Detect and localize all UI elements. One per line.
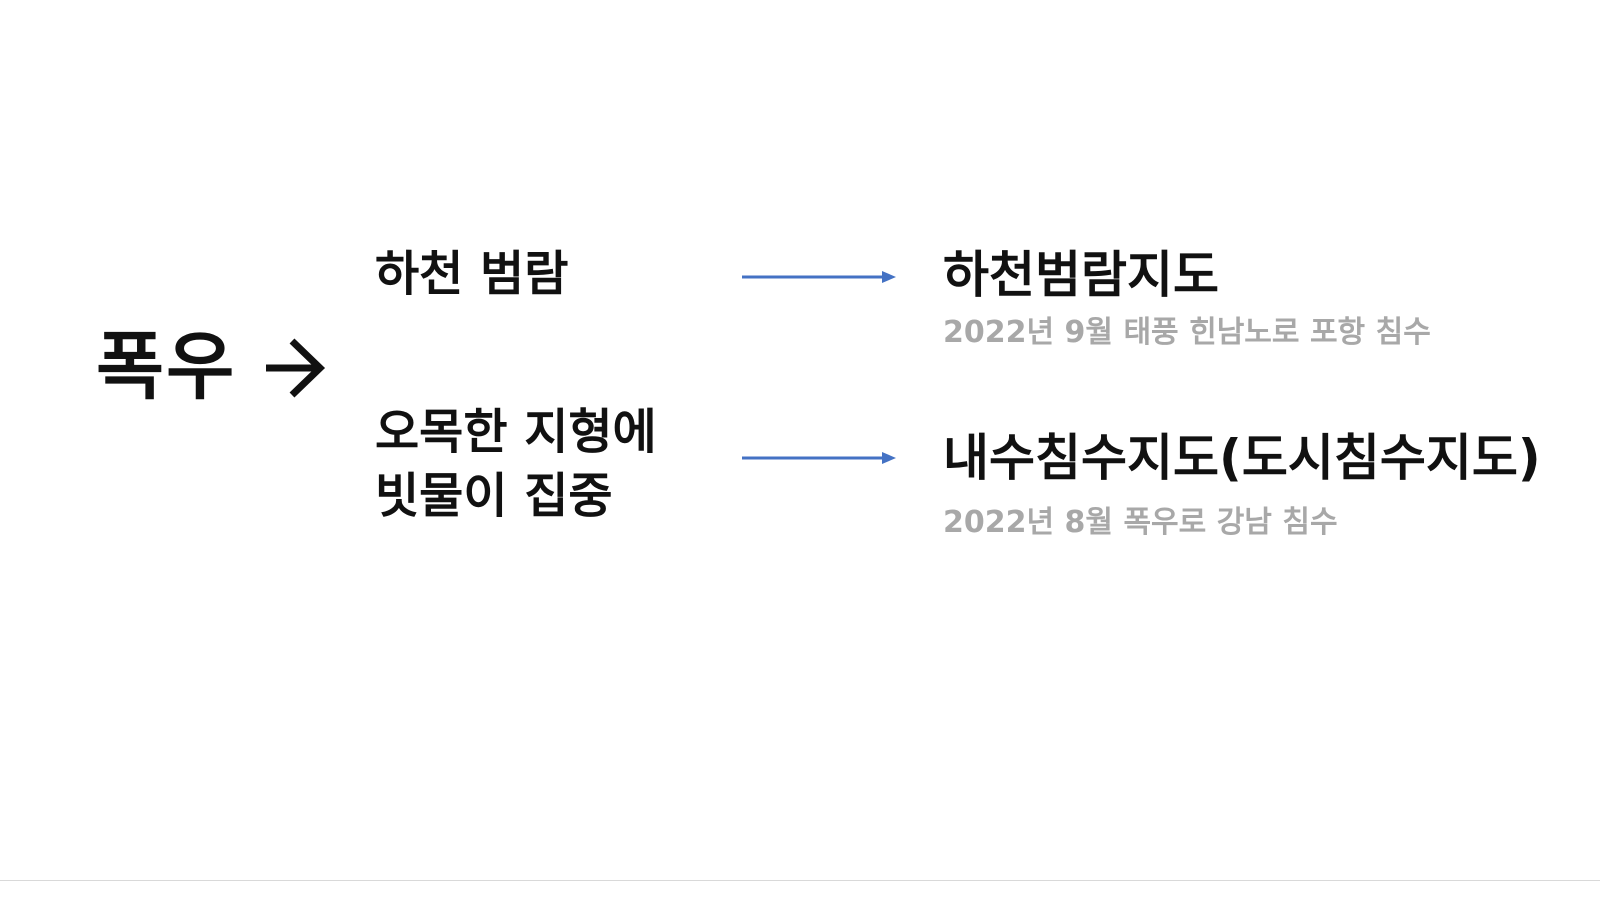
- result-note-pohang: 2022년 9월 태풍 힌남노로 포항 침수: [943, 315, 1431, 350]
- branch-label-river-overflow: 하천 범람: [375, 246, 569, 302]
- result-title-river-flood-map: 하천범람지도: [943, 246, 1219, 304]
- slide-bottom-border: [0, 880, 1600, 881]
- arrow-right-icon: [266, 338, 326, 398]
- branch-label-line: 빗물이 집중: [375, 468, 613, 524]
- connector-arrow-icon: [742, 452, 896, 464]
- cause-label: 폭우: [96, 324, 237, 410]
- result-title-inland-flood-map: 내수침수지도(도시침수지도): [943, 429, 1541, 487]
- connector-arrow-icon: [742, 271, 896, 283]
- branch-label-inland-flooding: 오목한 지형에 빗물이 집중: [375, 400, 657, 528]
- result-note-gangnam: 2022년 8월 폭우로 강남 침수: [943, 505, 1338, 540]
- branch-label-line: 오목한 지형에: [375, 404, 657, 460]
